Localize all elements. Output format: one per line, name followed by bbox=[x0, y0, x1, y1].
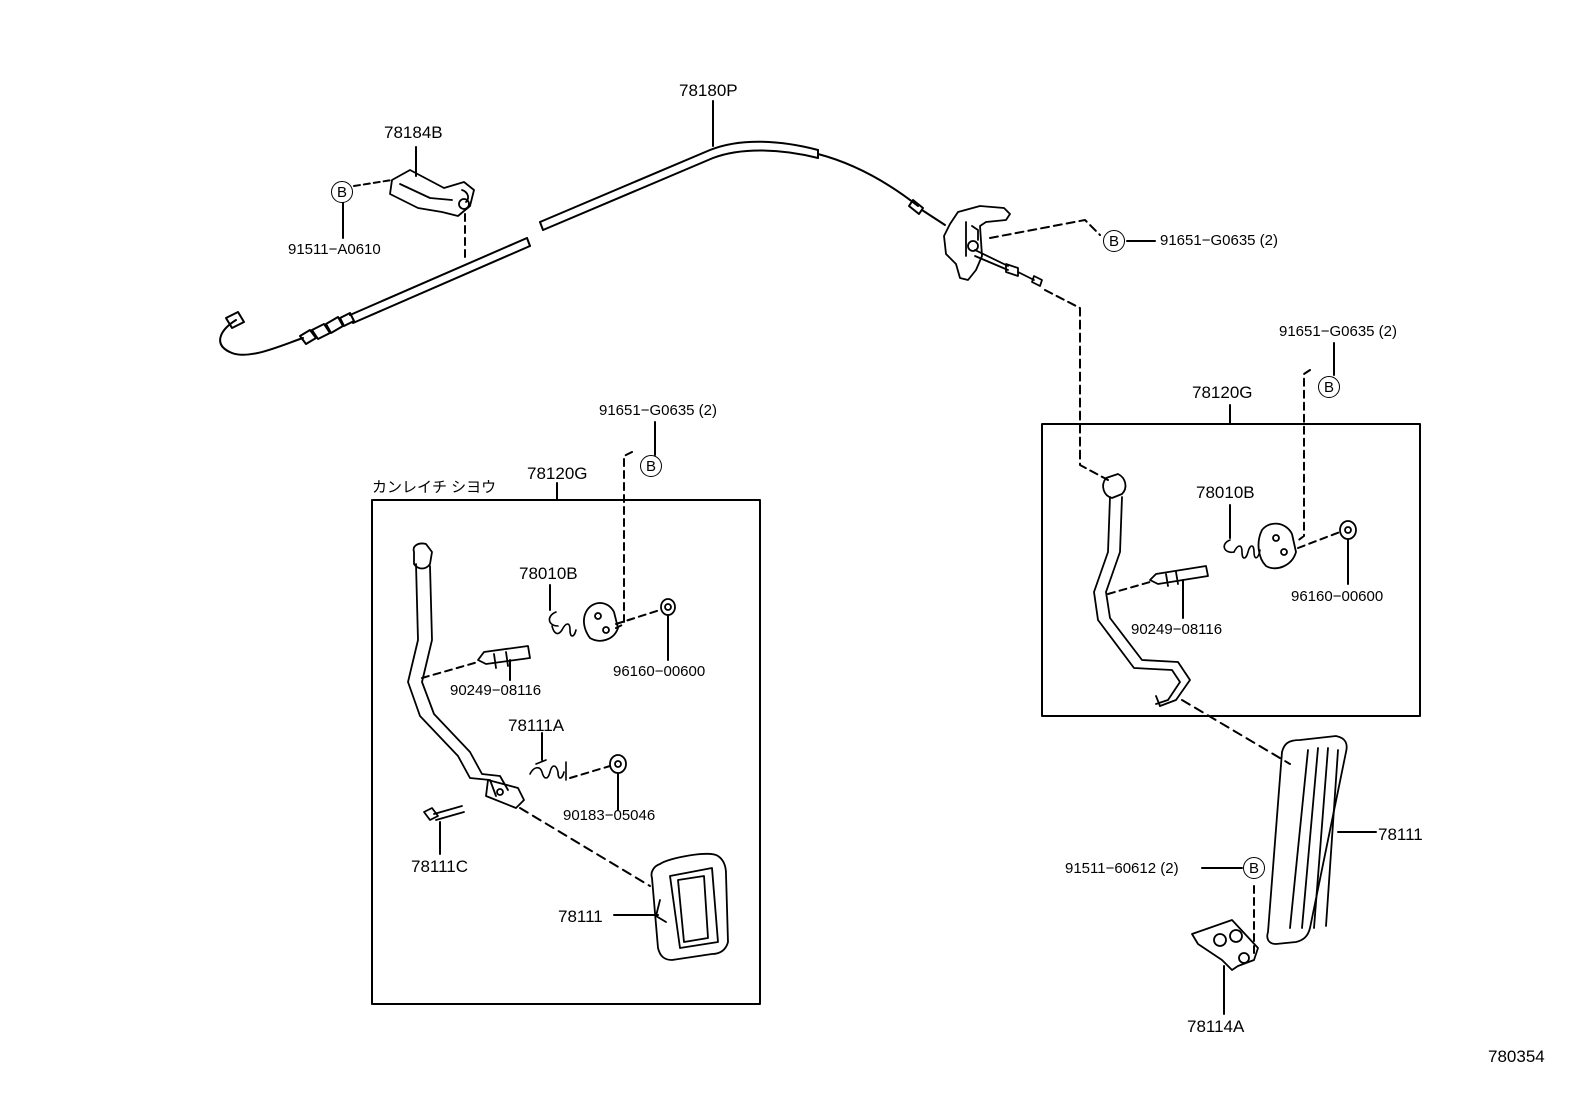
callout-b-left: B bbox=[640, 455, 662, 477]
left-spring-78010B bbox=[548, 611, 577, 637]
left-bolt-78111C bbox=[423, 805, 465, 821]
cable-clamp-78184B bbox=[389, 169, 475, 217]
label-91651-left: 91651−G0635 (2) bbox=[599, 402, 718, 419]
left-pedal-arm bbox=[407, 542, 525, 809]
left-pedal-pad-78111 bbox=[650, 852, 729, 961]
left-nut-96160 bbox=[660, 598, 676, 616]
label-91651-right: 91651−G0635 (2) bbox=[1279, 323, 1398, 340]
diagram-id: 780354 bbox=[1488, 1047, 1545, 1066]
leader-B-78184B bbox=[353, 179, 393, 187]
label-91511-A0610: 91511−A0610 bbox=[288, 241, 381, 258]
label-91651-top: 91651−G0635 (2) bbox=[1160, 232, 1279, 249]
label-96160-left: 96160−00600 bbox=[613, 663, 706, 680]
leader-spring-nut-left bbox=[569, 765, 611, 779]
right-pin-90249 bbox=[1149, 565, 1209, 587]
label-78184B: 78184B bbox=[384, 123, 443, 142]
right-hinge-78114A bbox=[1191, 919, 1259, 971]
callout-b-right: B bbox=[1318, 376, 1340, 398]
leader-B-bracket bbox=[989, 219, 1101, 239]
right-pivot-bracket bbox=[1257, 522, 1297, 570]
left-assembly-box bbox=[371, 499, 761, 1005]
label-78111C: 78111C bbox=[411, 857, 469, 876]
cable-end-fitting bbox=[225, 311, 245, 329]
label-78010B-right: 78010B bbox=[1196, 483, 1255, 502]
label-78111-left: 78111 bbox=[558, 907, 603, 926]
label-78120G-left: 78120G bbox=[527, 464, 588, 483]
right-pedal-pad-78111 bbox=[1266, 735, 1348, 945]
label-78010B-left: 78010B bbox=[519, 564, 578, 583]
leader-cable-to-right-lever bbox=[1044, 289, 1109, 481]
left-spring-78111A bbox=[529, 759, 567, 781]
label-90249-left: 90249−08116 bbox=[450, 682, 542, 699]
label-78120G-right: 78120G bbox=[1192, 383, 1253, 402]
callout-b-hinge: B bbox=[1243, 857, 1265, 879]
throttle-cable bbox=[219, 140, 946, 356]
left-pin-90249 bbox=[477, 645, 531, 669]
right-nut-96160 bbox=[1339, 520, 1357, 540]
leader-B-right-bracket bbox=[1295, 369, 1311, 543]
label-90249-right: 90249−08116 bbox=[1131, 621, 1223, 638]
label-91511-60612: 91511−60612 (2) bbox=[1065, 860, 1179, 877]
leader-arm-to-pad-right bbox=[1181, 699, 1291, 765]
cable-bracket-pedal-side bbox=[943, 205, 1043, 287]
leader-pin-right bbox=[1107, 581, 1151, 595]
label-96160-right: 96160−00600 bbox=[1291, 588, 1384, 605]
left-nut-90183 bbox=[609, 754, 627, 774]
right-pedal-arm bbox=[1093, 473, 1191, 707]
callout-b-78184B: B bbox=[331, 181, 353, 203]
right-spring-78010B bbox=[1223, 539, 1261, 559]
leader-arm-to-pad-left bbox=[519, 807, 651, 887]
label-90183: 90183−05046 bbox=[563, 807, 656, 824]
right-assembly-box bbox=[1041, 423, 1421, 717]
label-kanreichi: カンレイチ シヨウ bbox=[372, 479, 497, 496]
label-78114A: 78114A bbox=[1187, 1017, 1245, 1036]
callout-b-bracket: B bbox=[1103, 230, 1125, 252]
label-78111-right: 78111 bbox=[1378, 825, 1423, 844]
left-pivot-bracket bbox=[583, 602, 619, 642]
label-78111A: 78111A bbox=[508, 716, 565, 735]
leader-nut-left bbox=[615, 609, 661, 625]
leader-pin-left bbox=[421, 661, 479, 679]
label-78180P: 78180P bbox=[679, 81, 738, 100]
leader-nut-right bbox=[1297, 531, 1341, 549]
leader-B-left-bracket bbox=[615, 451, 633, 629]
